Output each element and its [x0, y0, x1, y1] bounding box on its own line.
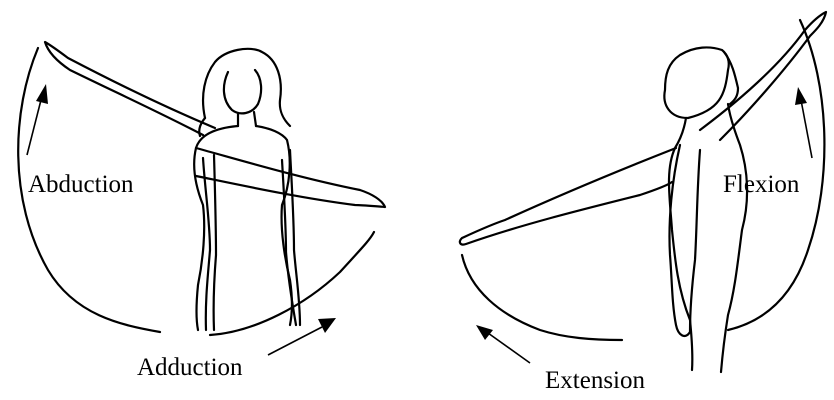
front-arm-raised [45, 42, 215, 135]
flexion-arrow [795, 87, 812, 158]
side-arm-raised [700, 12, 826, 140]
front-arm-down-left [203, 155, 216, 330]
side-front [721, 104, 747, 372]
abduction-arrow [27, 84, 48, 155]
side-hair [664, 47, 728, 118]
extension-arrow [476, 325, 530, 363]
extension-arc [462, 255, 622, 340]
adduction-label: Adduction [137, 355, 243, 380]
abduction-label: Abduction [28, 172, 134, 197]
adduction-arrow [268, 318, 336, 355]
front-hair [203, 49, 290, 126]
side-arm-extended [460, 148, 676, 245]
extension-label: Extension [545, 368, 645, 393]
front-face [224, 70, 261, 113]
front-torso-right [256, 126, 292, 325]
flexion-label: Flexion [723, 172, 799, 197]
